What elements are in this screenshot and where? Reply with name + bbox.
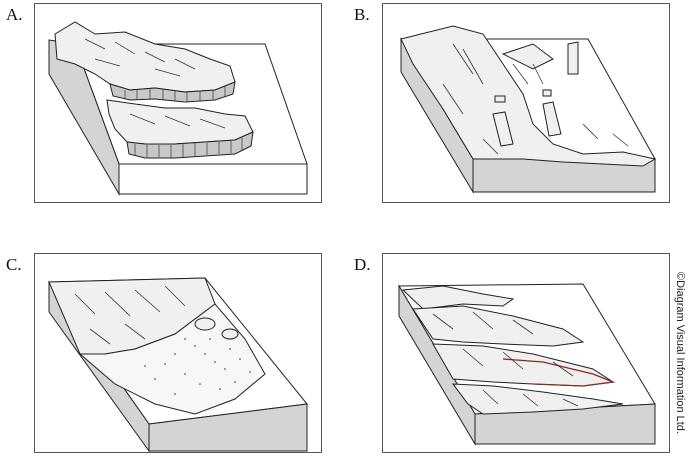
panel-a-lower-cliff — [126, 131, 254, 159]
panel-b-ridge-upper — [501, 43, 554, 70]
panel-d-ridge-4 — [451, 383, 624, 415]
panel-d-ridge-2 — [412, 305, 585, 347]
panel-a-frame — [34, 3, 322, 203]
panel-d-diagram — [398, 283, 656, 446]
panel-d-frame — [382, 253, 670, 453]
panel-b-diagram — [400, 25, 657, 194]
panel-c-label: C. — [6, 255, 22, 274]
copyright-credit: ©Diagram Visual Information Ltd. — [674, 272, 686, 434]
panel-c-frame — [34, 253, 322, 453]
panel-c-debris-apron — [78, 303, 266, 415]
panel-a-block-front — [118, 163, 308, 195]
panel-c-block-front — [148, 403, 308, 452]
panel-b-label: B. — [354, 5, 370, 24]
panel-b-frame — [382, 3, 670, 203]
panel-d-highlighted-ridge-edge — [502, 358, 616, 387]
panel-b-mesa-1 — [492, 111, 514, 147]
panel-b-butte-1 — [494, 95, 506, 103]
panel-c-stipple — [144, 338, 251, 395]
panel-b-ridge-right — [567, 41, 579, 75]
panel-c-diagram — [48, 277, 308, 453]
panel-b-mesa-2 — [542, 101, 562, 137]
panel-a-label: A. — [6, 5, 23, 24]
panel-c-outlier-2 — [221, 328, 239, 340]
panel-b-butte-2 — [542, 89, 552, 97]
panel-a-diagram — [48, 21, 308, 196]
panel-d-label: D. — [354, 255, 371, 274]
panel-c-outlier-1 — [194, 317, 216, 331]
panel-a-upper-cliff — [109, 81, 236, 103]
